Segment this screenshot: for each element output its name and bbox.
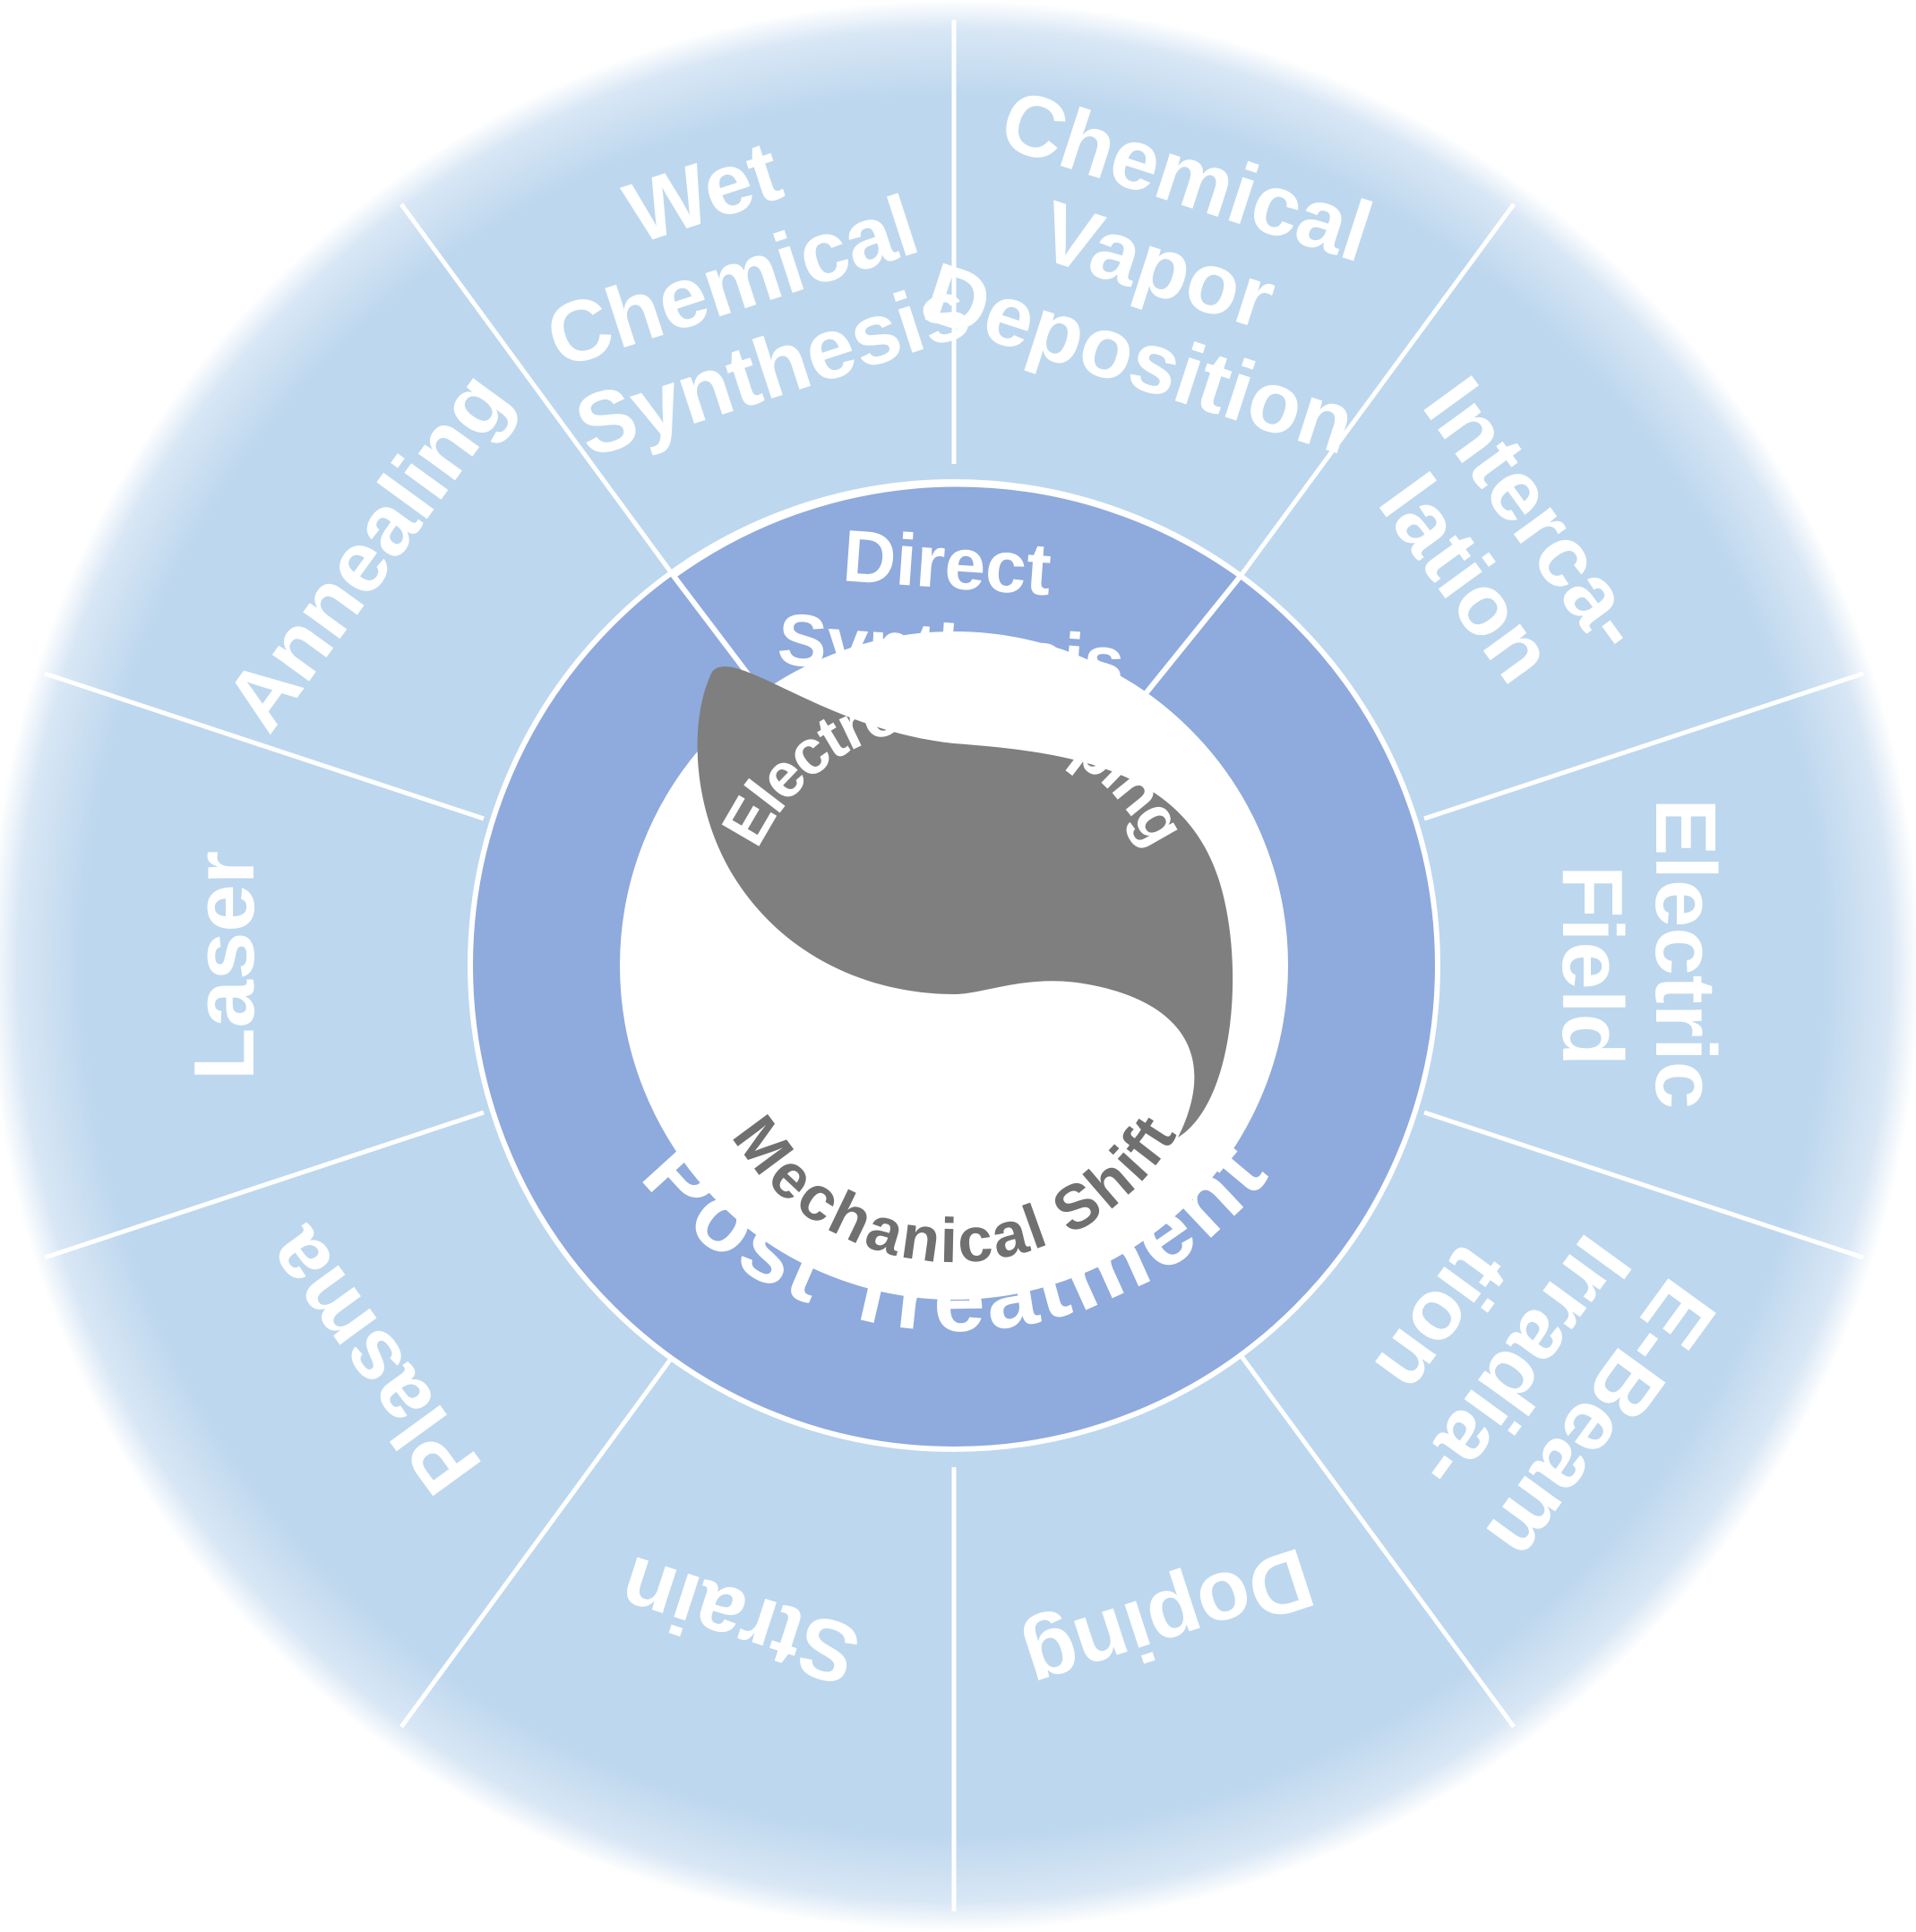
divider-top-left bbox=[399, 202, 676, 578]
core-dark-half bbox=[697, 666, 1233, 1138]
electric-field-label: Electric Field bbox=[1545, 798, 1734, 1133]
divider-top-right bbox=[1238, 202, 1516, 578]
electric-field-line-1: Electric bbox=[1638, 798, 1734, 1109]
laser-label: Laser bbox=[176, 851, 272, 1080]
sector-dividers bbox=[44, 20, 1864, 1911]
divider-left-upper bbox=[44, 671, 485, 821]
divider-bottom-left bbox=[399, 1353, 676, 1729]
laser-line-1: Laser bbox=[176, 851, 272, 1080]
divider-right-upper bbox=[1423, 671, 1864, 821]
divider-right-lower bbox=[1423, 1110, 1864, 1260]
direct-synthesis-line-1: Direct bbox=[840, 515, 1053, 611]
divider-bottom-right bbox=[1238, 1353, 1516, 1729]
divider-left-lower bbox=[44, 1110, 485, 1260]
electric-field-line-2: Field bbox=[1545, 865, 1641, 1066]
